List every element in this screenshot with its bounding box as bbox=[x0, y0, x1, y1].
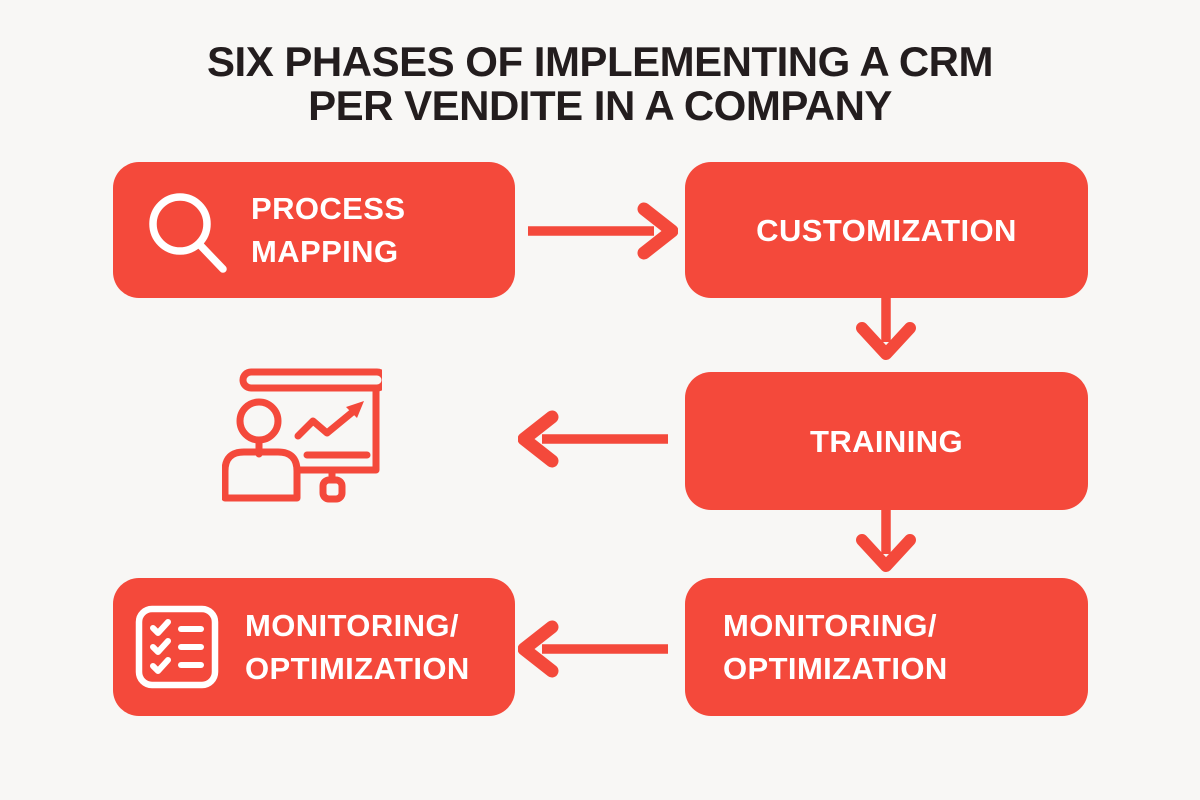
arrow-monitoring-right-to-left bbox=[517, 619, 674, 684]
presentation-chart-icon bbox=[221, 366, 389, 511]
phase-label-monitoring-left: MONITORING/ OPTIMIZATION bbox=[245, 608, 470, 686]
magnifier-icon bbox=[141, 185, 229, 275]
page-title: SIX PHASES OF IMPLEMENTING A CRM PER VEN… bbox=[0, 40, 1200, 128]
phase-label-monitoring-right: MONITORING/ OPTIMIZATION bbox=[723, 608, 948, 686]
phase-box-monitoring-right: MONITORING/ OPTIMIZATION bbox=[685, 578, 1088, 716]
checklist-icon bbox=[135, 605, 219, 689]
phase-box-process-mapping: PROCESS MAPPING bbox=[113, 162, 515, 298]
phase-box-training: TRAINING bbox=[685, 372, 1088, 510]
arrow-customization-to-training bbox=[854, 298, 918, 365]
phase-box-customization: CUSTOMIZATION bbox=[685, 162, 1088, 298]
arrow-process-to-customization bbox=[522, 201, 679, 266]
page-title-line1: SIX PHASES OF IMPLEMENTING A CRM bbox=[207, 38, 993, 85]
arrow-training-to-presentation bbox=[517, 409, 674, 474]
phase-label-customization: CUSTOMIZATION bbox=[756, 212, 1017, 248]
phase-label-training: TRAINING bbox=[809, 423, 964, 459]
phase-box-monitoring-left: MONITORING/ OPTIMIZATION bbox=[113, 578, 515, 716]
page-title-line2: PER VENDITE IN A COMPANY bbox=[308, 82, 892, 129]
arrow-training-to-monitoring bbox=[854, 510, 918, 577]
phase-label-process-mapping: PROCESS MAPPING bbox=[251, 191, 406, 269]
